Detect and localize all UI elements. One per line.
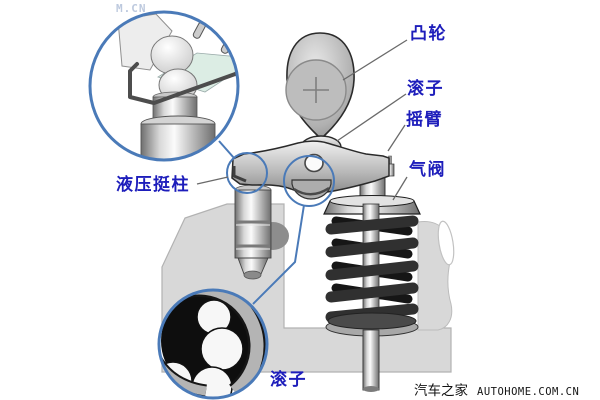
callout-link-lifter [218,140,235,159]
leader-lines [196,39,408,201]
lifter-base [140,123,216,160]
label-roller-bottom: 滚子 [270,370,307,390]
valve-guide-cutout [437,220,455,266]
label-cam: 凸轮 [410,24,447,44]
rocker-arm [231,140,390,200]
corner-watermark-fragment: M.CN [116,2,147,15]
label-rocker-arm: 摇臂 [406,110,443,130]
spring-seat [327,312,417,330]
leader-rocker [387,124,406,152]
callout-annotations [218,140,335,305]
valve-stem-tip [363,386,379,392]
label-roller-top: 滚子 [407,79,444,99]
cam-lobe [285,32,355,141]
plunger-dome [150,35,194,75]
inset-circle-bearing [157,288,269,400]
label-hydraulic-lifter: 液压挺柱 [116,175,190,195]
cam-center-cross [303,77,329,103]
bearing-inner-race [159,355,207,396]
bearing-outer-race [159,290,264,397]
leader-roller [336,93,407,142]
valve-spring [325,203,419,392]
label-valve: 气阀 [409,160,446,180]
leader-valve [392,176,408,201]
callout-circle-roller [283,155,335,207]
watermark-brand-url: AUTOHOME.COM.CN [477,386,580,398]
leader-cam [342,39,408,81]
leader-lifter [196,176,229,185]
callout-circle-lifter-pivot [226,152,268,194]
bearing-detail-inset [157,288,269,400]
site-watermark: 汽车之家 AUTOHOME.COM.CN [414,379,579,399]
watermark-brand-cn: 汽车之家 [414,383,468,399]
retainer-clip-mark [232,166,247,183]
valve-stem-lower [362,329,380,391]
inset-circle-lifter [88,10,240,162]
lifter-detail-inset [88,10,240,162]
callout-link-bearing [252,204,305,305]
